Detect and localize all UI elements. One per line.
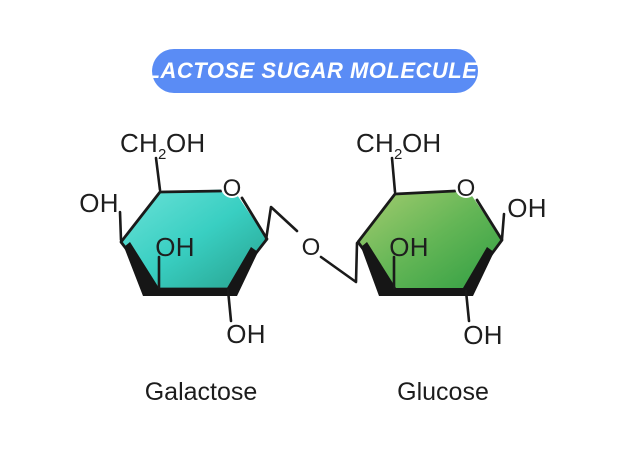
galactose-ch2oh-tail: OH	[166, 128, 205, 158]
galactose-ring-oxygen-backing	[221, 176, 243, 198]
glucose-ring-oxygen-backing	[455, 176, 477, 198]
title-pill	[152, 49, 478, 93]
glucose-ch2oh-tail: OH	[402, 128, 441, 158]
galactose-ring-fill	[121, 189, 267, 289]
glycosidic-bond: O	[264, 205, 359, 284]
galactose-name-label: Galactose	[145, 378, 258, 406]
glucose-ch2oh-label: CH 2 OH	[356, 128, 441, 163]
glucose-name-label: Glucose	[397, 378, 489, 406]
galactose-ch2oh-sub: 2	[158, 146, 166, 163]
glycosidic-oxygen-label: O	[302, 234, 321, 261]
glucose-ch2oh-main: CH	[356, 128, 394, 158]
galactose-ring-oxygen-label: O	[223, 175, 242, 202]
glucose-molecule: O CH 2 OH OH OH OH Glucose	[356, 128, 547, 406]
title-banner: LACTOSE SUGAR MOLECULE	[147, 49, 479, 93]
glycosidic-bond-lines	[264, 205, 359, 284]
galactose-bonds	[118, 156, 233, 323]
galactose-bottom-oh-label: OH	[226, 319, 265, 349]
diagram-title: LACTOSE SUGAR MOLECULE	[147, 58, 479, 83]
galactose-ch2oh-main: CH	[120, 128, 158, 158]
galactose-ch2oh-label: CH 2 OH	[120, 128, 205, 163]
glucose-bonds	[390, 156, 506, 323]
glucose-inner-oh-label: OH	[389, 232, 428, 262]
glucose-outer-oh-label: OH	[507, 193, 546, 223]
galactose-molecule: O CH 2 OH OH OH OH Galactose	[79, 128, 269, 406]
glucose-ring-oxygen-label: O	[457, 175, 476, 202]
galactose-outer-oh-label: OH	[79, 188, 118, 218]
glucose-ch2oh-sub: 2	[394, 146, 402, 163]
galactose-inner-oh-label: OH	[155, 232, 194, 262]
glucose-bottom-oh-label: OH	[463, 320, 502, 350]
